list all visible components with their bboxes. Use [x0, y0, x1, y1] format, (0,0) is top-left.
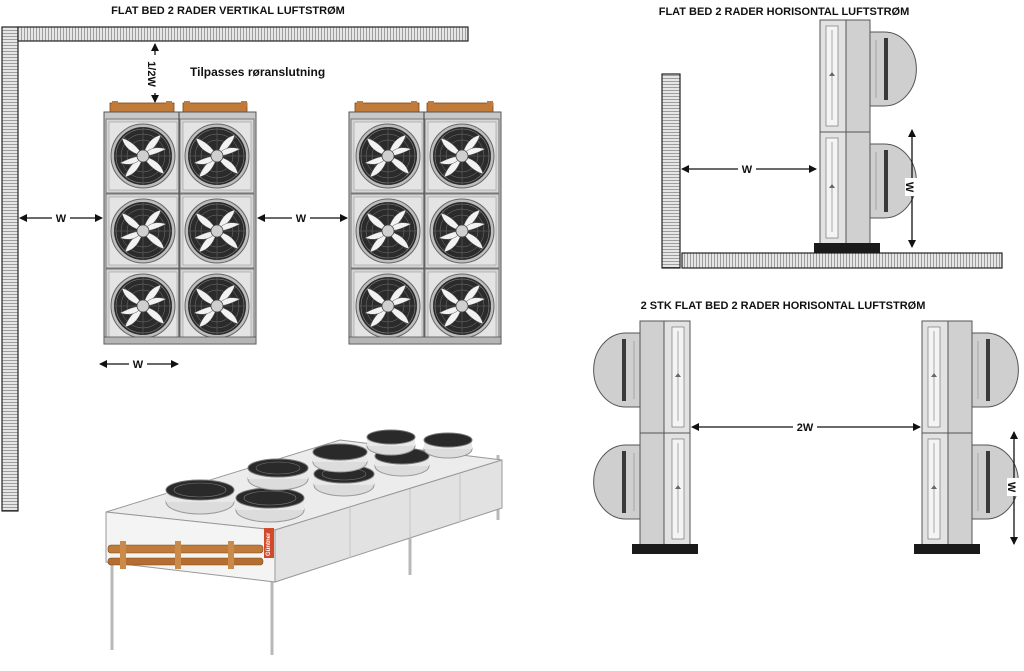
- brand-badge-text: Güntner: [266, 532, 272, 556]
- w-label-height: W: [903, 182, 915, 193]
- copper-pipes: [107, 541, 264, 569]
- w-label-height: W: [1005, 482, 1017, 493]
- pipe-adjust-note: Tilpasses røranslutning: [190, 65, 325, 79]
- cooler-unit-right: [348, 101, 502, 345]
- side-wall: [661, 73, 681, 269]
- half-w-label: 1/2W: [145, 61, 157, 87]
- horizontal-airflow-diagram: W W: [661, 19, 1003, 269]
- copper-header: [182, 102, 248, 113]
- side-unit-left: [593, 320, 691, 546]
- two-units-diagram: 2W W: [593, 320, 1021, 554]
- w-label-wall: W: [56, 213, 67, 225]
- product-fans: [165, 429, 473, 523]
- copper-header: [426, 102, 494, 113]
- cooler-unit-left: [103, 101, 257, 345]
- product-illustration: Güntner: [105, 429, 503, 655]
- w-label-unit: W: [133, 359, 144, 371]
- base-block: [814, 243, 880, 253]
- brand-badge: [264, 528, 274, 558]
- copper-header: [354, 102, 420, 113]
- side-unit-right: [921, 320, 1019, 546]
- copper-header: [109, 102, 175, 113]
- base-block-left: [632, 544, 698, 554]
- title-two-units: 2 STK FLAT BED 2 RADER HORISONTAL LUFTST…: [641, 300, 926, 312]
- base-block-right: [914, 544, 980, 554]
- w-label-wall-gap: W: [742, 164, 753, 176]
- floor: [681, 252, 1003, 269]
- left-wall: [1, 26, 19, 512]
- top-wall: [17, 26, 469, 42]
- title-vertical: FLAT BED 2 RADER VERTIKAL LUFTSTRØM: [111, 5, 345, 17]
- title-horizontal: FLAT BED 2 RADER HORISONTAL LUFTSTRØM: [659, 6, 910, 18]
- vertical-airflow-diagram: 1/2W Tilpasses røranslutning: [1, 26, 502, 512]
- w-label-between: W: [296, 213, 307, 225]
- side-unit: [819, 19, 917, 245]
- two-w-label: 2W: [797, 422, 814, 434]
